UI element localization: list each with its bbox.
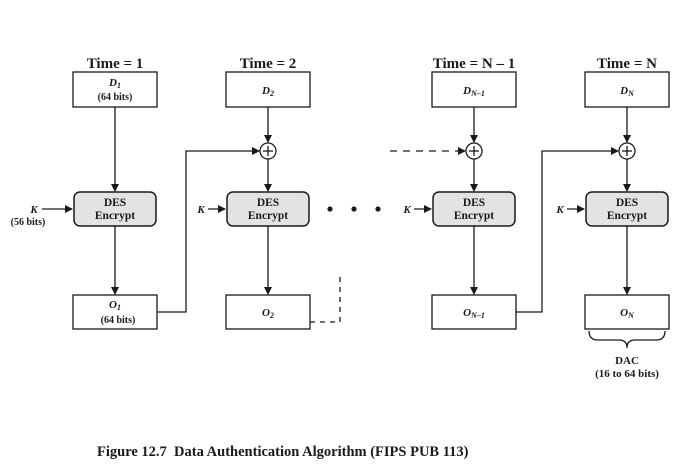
key-label-2: K <box>196 204 205 216</box>
figure-caption: Figure 12.7 Data Authentication Algorith… <box>97 444 469 460</box>
output-block-n-minus-1 <box>431 294 517 330</box>
xor-icon <box>618 142 636 160</box>
des-label: DES <box>463 197 485 209</box>
output-block-n-label: ON <box>620 307 635 320</box>
output-block-1-size: (64 bits) <box>101 315 136 326</box>
des-label: Encrypt <box>248 210 288 222</box>
key-label-1: K <box>29 204 38 216</box>
dac-brace <box>588 330 666 349</box>
ellipsis-dot <box>327 206 333 212</box>
xor-icon <box>259 142 277 160</box>
output-block-n-minus-1-label: ON–1 <box>463 307 485 320</box>
time-label-1: Time = 1 <box>87 56 144 72</box>
des-label: DES <box>257 197 279 209</box>
data-block-n-minus-1-label: DN–1 <box>462 85 485 98</box>
output-block-n <box>584 294 670 330</box>
data-block-1-size: (64 bits) <box>98 92 133 103</box>
chain-dashed-o2-continuation <box>310 275 341 323</box>
chain-arrow-on1-to-xor-n <box>516 147 619 313</box>
des-label: Encrypt <box>607 210 647 222</box>
des-label: Encrypt <box>454 210 494 222</box>
des-label: DES <box>616 197 638 209</box>
time-label-2: Time = 2 <box>240 56 297 72</box>
output-block-2-label: O2 <box>262 307 274 320</box>
ellipsis-dot <box>375 206 381 212</box>
time-label-n-minus-1: Time = N – 1 <box>433 56 515 72</box>
data-block-1-label: D1 <box>108 77 121 90</box>
data-block-n-minus-1 <box>431 71 517 108</box>
output-block-1-label: O1 <box>109 299 121 312</box>
des-label: DES <box>104 197 126 209</box>
output-block-1 <box>72 294 158 330</box>
output-block-2 <box>225 294 311 330</box>
data-block-n-label: DN <box>619 85 635 98</box>
key-size-label: (56 bits) <box>11 217 46 228</box>
data-block-1 <box>72 71 158 108</box>
time-label-n: Time = N <box>597 56 657 72</box>
des-label: Encrypt <box>95 210 135 222</box>
data-block-2-label: D2 <box>261 85 274 98</box>
xor-icon <box>465 142 483 160</box>
dac-label: DAC <box>615 355 639 367</box>
ellipsis-dot <box>351 206 357 212</box>
data-block-2 <box>225 71 311 108</box>
key-label-n-minus-1: K <box>402 204 411 216</box>
key-label-n: K <box>555 204 564 216</box>
dac-size-label: (16 to 64 bits) <box>595 368 659 380</box>
data-block-n <box>584 71 670 108</box>
chain-arrow-o1-to-xor2 <box>157 147 260 313</box>
